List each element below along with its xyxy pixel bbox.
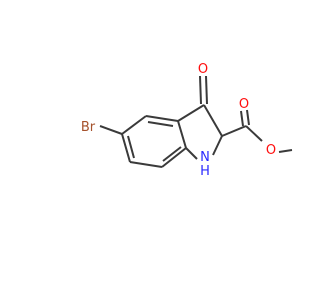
bond-n1-c7a <box>185 147 198 160</box>
amine-hydrogen-label: H <box>200 164 210 179</box>
bond-c3a-c4 <box>145 115 179 122</box>
bond-c3-c2 <box>203 104 223 137</box>
bond-oether-ch3 <box>278 149 293 153</box>
bond-c3-o-b <box>205 75 208 105</box>
bromine-label: Br <box>81 120 96 135</box>
atom-labels: Br O O O N H <box>81 62 276 179</box>
structure-canvas: Br O O O N H <box>80 62 293 179</box>
bond-c5-c6-inner <box>127 135 135 159</box>
bond-ccarb-o-b <box>246 109 250 126</box>
bond-c3-o-a <box>199 75 202 105</box>
bond-c3a-c4-inner <box>147 121 174 127</box>
bond-c7-c7a-inner <box>162 146 182 162</box>
bond-c5-c6 <box>121 133 131 163</box>
bond-c3a-c3 <box>177 104 205 122</box>
bond-c7-c7a <box>161 147 187 168</box>
bond-ccarb-oether <box>245 125 263 142</box>
ester-ether-oxygen-label: O <box>266 143 276 158</box>
bond-c2-n1 <box>212 135 223 156</box>
bond-c7a-c3a <box>177 120 187 149</box>
ester-carbonyl-oxygen-label: O <box>239 97 249 112</box>
bonds <box>99 75 293 168</box>
bond-ccarb-o-a <box>240 110 244 127</box>
bond-c6-c7 <box>129 161 163 168</box>
bond-c2-ccarb <box>221 125 247 137</box>
ketone-oxygen-label: O <box>198 62 208 77</box>
molecule-diagram: Br O O O N H <box>81 62 293 179</box>
bond-c5-br <box>99 125 123 135</box>
amine-nitrogen-label: N <box>200 150 210 165</box>
bond-c4-c5 <box>121 115 147 135</box>
